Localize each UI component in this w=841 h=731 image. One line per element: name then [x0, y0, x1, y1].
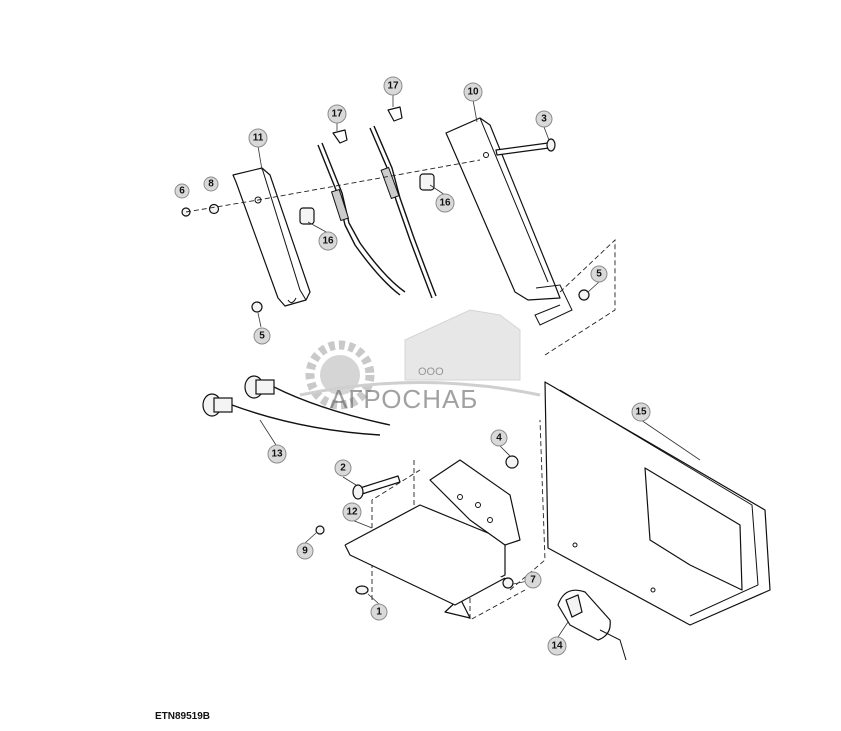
svg-text:12: 12	[346, 507, 358, 518]
callout-1: 1	[370, 603, 388, 621]
svg-text:15: 15	[635, 407, 647, 418]
bracket-12	[344, 459, 521, 619]
watermark-logo	[299, 309, 541, 410]
svg-text:16: 16	[322, 236, 334, 247]
callout-14: 14	[547, 636, 567, 656]
callout-6: 6	[174, 183, 190, 199]
leader-lines	[257, 95, 701, 638]
clamp-16a	[299, 207, 315, 225]
callout-16a: 16	[318, 231, 338, 251]
screw-1	[355, 585, 369, 595]
svg-text:7: 7	[530, 575, 536, 586]
callout-3: 3	[535, 110, 553, 128]
svg-text:14: 14	[551, 641, 563, 652]
watermark-text: АГРОСНАБ	[330, 384, 479, 414]
callout-12: 12	[342, 502, 362, 522]
svg-text:10: 10	[467, 87, 479, 98]
callout-2: 2	[334, 459, 352, 477]
bracket-10	[445, 117, 573, 326]
svg-text:4: 4	[496, 433, 502, 444]
svg-text:17: 17	[331, 109, 343, 120]
clamp-16b	[419, 173, 435, 191]
svg-text:2: 2	[340, 463, 346, 474]
svg-text:17: 17	[387, 81, 399, 92]
svg-text:3: 3	[541, 114, 547, 125]
svg-text:11: 11	[253, 133, 264, 144]
callout-5a: 5	[253, 327, 271, 345]
bolt-3	[495, 138, 556, 156]
callout-7: 7	[524, 571, 542, 589]
callout-9: 9	[296, 542, 314, 560]
callout-5b: 5	[590, 265, 608, 283]
nut-5a	[251, 301, 263, 313]
svg-text:5: 5	[596, 269, 602, 280]
figure-code: ETN89519B	[155, 711, 211, 722]
watermark-prefix: ООО	[418, 366, 444, 378]
callout-8: 8	[203, 176, 219, 192]
control-cables	[317, 125, 437, 299]
svg-text:1: 1	[376, 607, 382, 618]
cable-harness-13	[202, 375, 391, 436]
svg-text:16: 16	[439, 198, 451, 209]
callout-4: 4	[490, 429, 508, 447]
screw-7	[502, 577, 514, 589]
nut-4	[505, 455, 519, 469]
callout-11: 11	[248, 128, 268, 148]
assembly-lines	[185, 159, 616, 621]
bolt-2	[352, 475, 401, 500]
bottle-14	[557, 589, 627, 661]
callout-13: 13	[267, 444, 287, 464]
svg-text:8: 8	[208, 179, 214, 190]
svg-text:9: 9	[302, 546, 308, 557]
screw-9	[315, 525, 325, 535]
callout-10: 10	[463, 82, 483, 102]
callout-17a: 17	[327, 104, 347, 124]
nut-5b	[578, 289, 590, 301]
callout-17b: 17	[383, 76, 403, 96]
bracket-11	[232, 167, 311, 307]
clip-17a	[332, 129, 348, 144]
callout-16b: 16	[435, 193, 455, 213]
callout-15: 15	[631, 402, 651, 422]
svg-text:6: 6	[179, 186, 185, 197]
panel-15	[544, 381, 771, 626]
svg-text:13: 13	[271, 449, 283, 460]
svg-text:5: 5	[259, 331, 265, 342]
washer-8	[208, 203, 220, 215]
clip-17b	[387, 106, 403, 122]
